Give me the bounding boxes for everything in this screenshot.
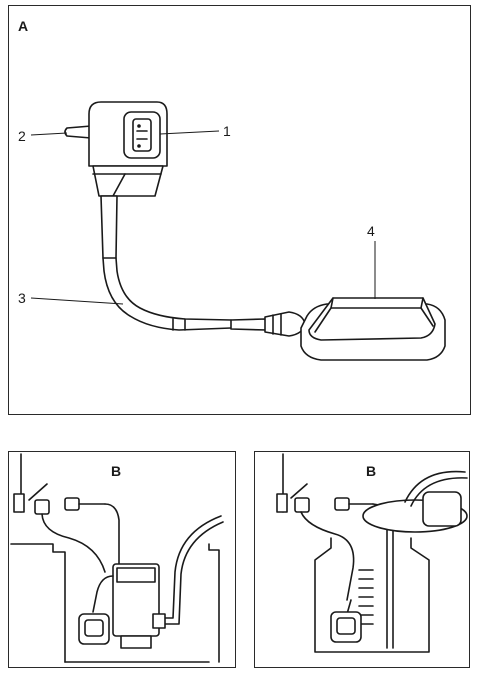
tank-level-marks: [358, 569, 374, 625]
panel-b-left-drawing: [10, 453, 224, 663]
callout-1-socket: 1: [223, 123, 231, 139]
power-cable: [102, 257, 232, 331]
float-switch: [230, 297, 446, 361]
panel-b-left-installation: B: [8, 451, 236, 668]
panel-a-letter: A: [18, 18, 29, 34]
panel-b-right-drawing: [276, 453, 468, 653]
callout-leaders: [30, 130, 376, 305]
callout-4-float-switch: 4: [367, 223, 375, 239]
panel-a-component-diagram: A 1 2 3 4: [8, 5, 471, 415]
panel-b-right-letter: B: [366, 463, 377, 479]
plug-pin: [64, 125, 92, 139]
callout-2-plug: 2: [18, 128, 26, 144]
panel-b-left-letter: B: [111, 463, 122, 479]
callout-3-cable: 3: [18, 290, 26, 306]
panel-a-drawing: [30, 101, 446, 361]
plug-socket-adapter: [64, 101, 168, 259]
panel-b-right-installation: B: [254, 451, 470, 668]
cable-strain-relief: [100, 195, 118, 259]
